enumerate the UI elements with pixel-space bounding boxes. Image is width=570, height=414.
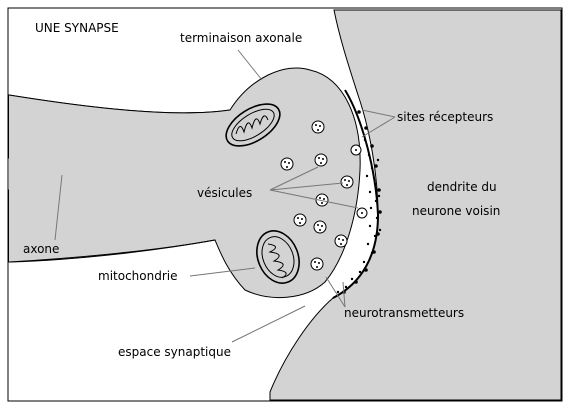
vesicle xyxy=(314,221,326,233)
vesicle xyxy=(341,176,353,188)
label-terminal: terminaison axonale xyxy=(180,31,302,45)
vesicle xyxy=(351,145,361,155)
axon-shape xyxy=(9,95,232,262)
vesicle xyxy=(335,235,347,247)
diagram-title: UNE SYNAPSE xyxy=(35,21,119,35)
vesicle xyxy=(311,258,323,270)
vesicle xyxy=(281,158,293,170)
vesicle xyxy=(294,214,306,226)
label-neurotransmitters: neurotransmetteurs xyxy=(344,306,464,320)
label-receptor-sites: sites récepteurs xyxy=(397,110,493,124)
vesicle xyxy=(315,154,327,166)
vesicle xyxy=(312,121,324,133)
label-dendrite-line1: dendrite du xyxy=(427,180,497,194)
label-synaptic-cleft: espace synaptique xyxy=(118,345,231,359)
label-vesicles: vésicules xyxy=(197,186,252,200)
label-mitochondria: mitochondrie xyxy=(98,269,178,283)
label-axon: axone xyxy=(23,242,59,256)
vesicle xyxy=(357,208,367,218)
label-dendrite-line2: neurone voisin xyxy=(412,204,500,218)
